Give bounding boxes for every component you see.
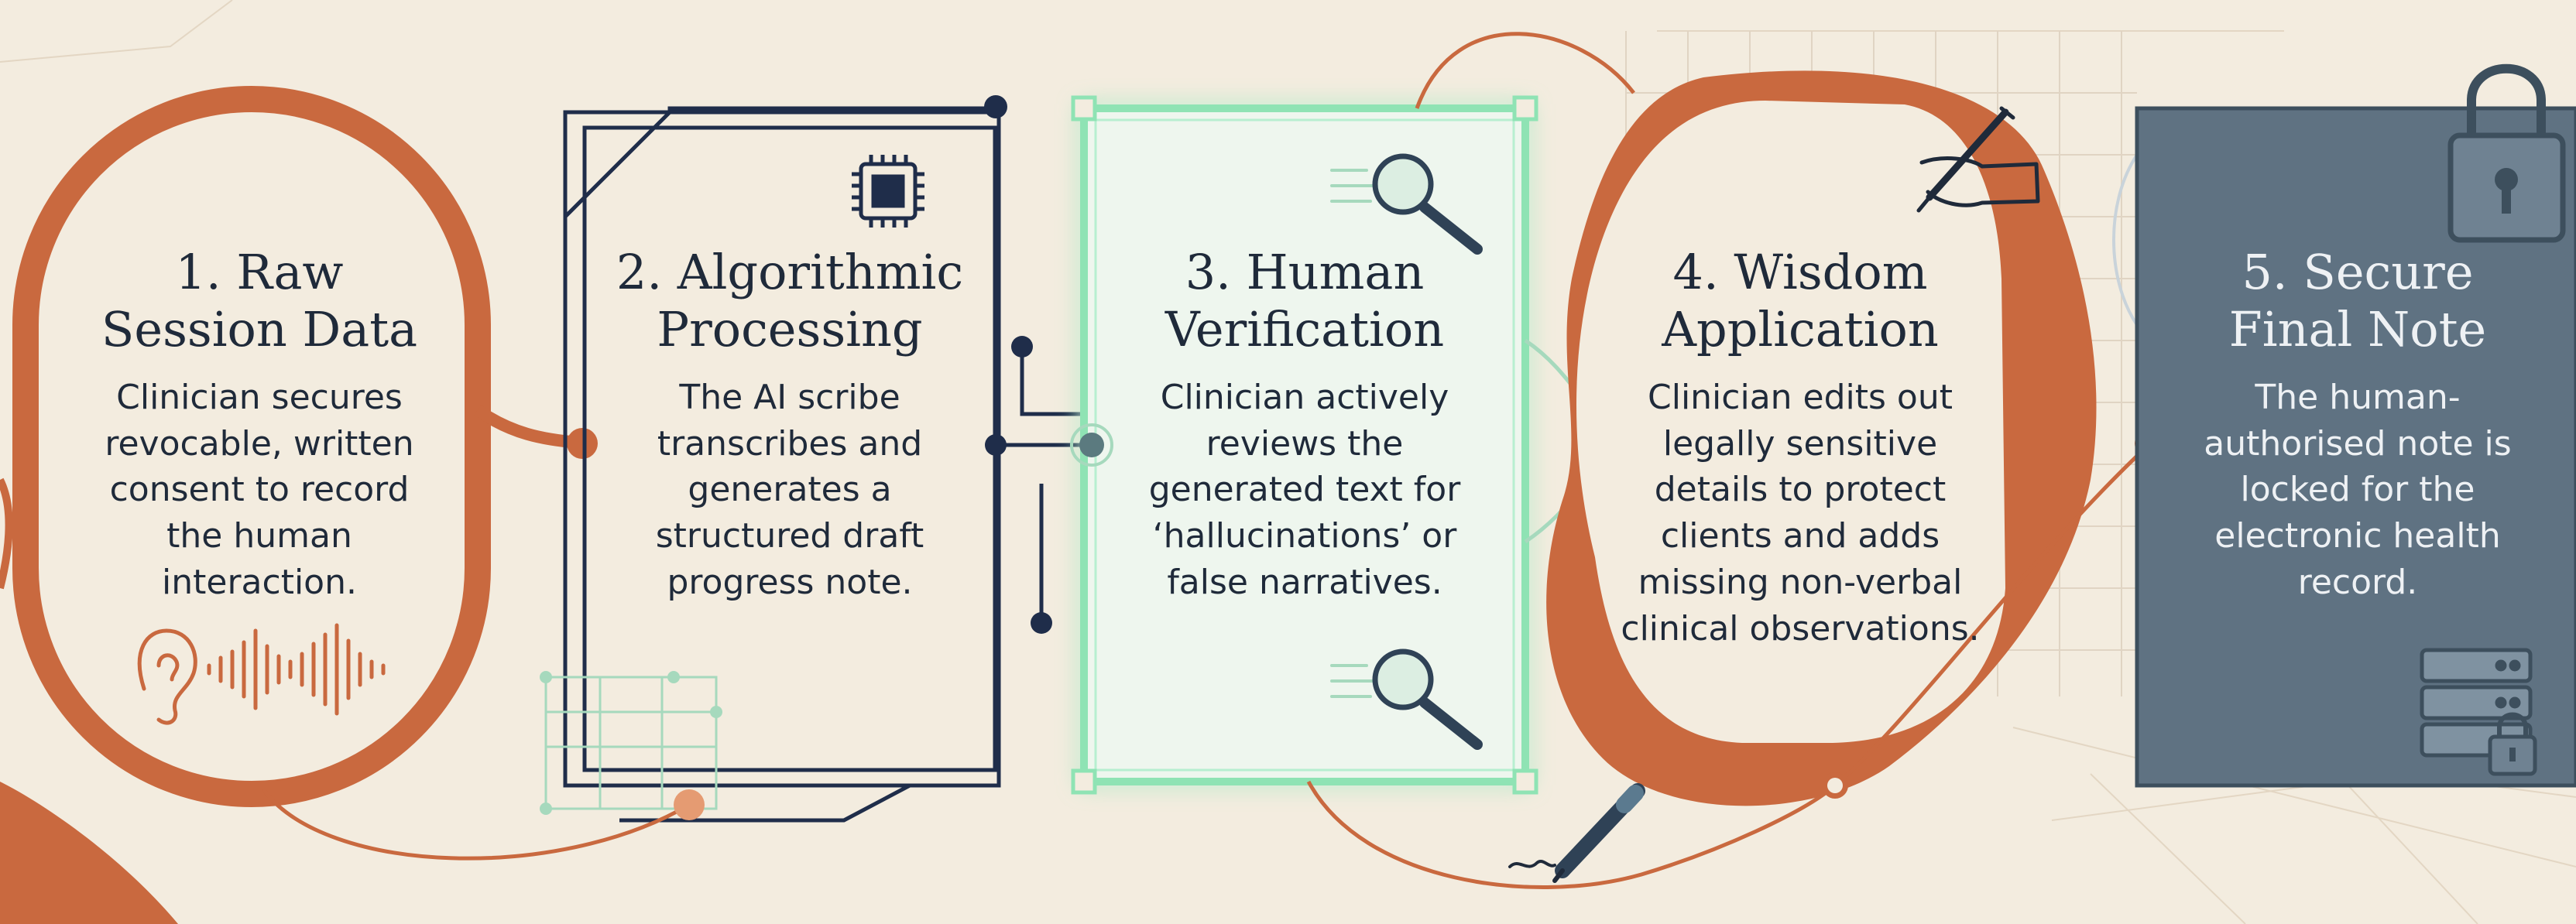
magnifier-icon (1330, 153, 1483, 255)
connector-node (710, 706, 722, 718)
connector-node (1031, 612, 1052, 634)
mint-grid-accent (544, 676, 718, 810)
ear-icon (137, 628, 197, 725)
step-title-text: Raw Session Data (101, 244, 418, 358)
step-title-text: Human Verification (1165, 244, 1445, 358)
step-4-frame (1306, 32, 2150, 889)
step-2: 2. Algorithmic Processing The AI scribe … (596, 244, 983, 606)
step-title: 3. Human Verification (1115, 244, 1494, 359)
step-number: 2. (616, 244, 663, 300)
pen-icon (1508, 783, 1645, 883)
connector-node (674, 789, 705, 820)
left-blob (0, 782, 178, 924)
hand-writing-icon (1916, 106, 2040, 213)
step-title: 5. Secure Final Note (2168, 244, 2547, 359)
lower-connector (261, 788, 691, 861)
step-title: 2. Algorithmic Processing (596, 244, 983, 359)
connector-node (1827, 778, 1843, 793)
step-description: Clinician secures revocable, written con… (105, 377, 414, 603)
connector-node (667, 671, 680, 683)
step-number: 1. (175, 244, 221, 300)
connector-node (540, 803, 552, 815)
step-title-text: Wisdom Application (1662, 244, 1939, 358)
magnifier-icon (1330, 649, 1483, 750)
connector-node (985, 434, 1007, 456)
step-5: 5. Secure Final Note The human-authorise… (2168, 244, 2547, 606)
connector-node (1079, 433, 1104, 457)
step-title-text: Algorithmic Processing (657, 244, 964, 358)
step-3: 3. Human Verification Clinician actively… (1115, 244, 1494, 606)
step-1: 1. Raw Session Data Clinician secures re… (74, 244, 445, 606)
microchip-icon (852, 155, 924, 228)
server-lock-icon (2420, 648, 2537, 776)
step-1-frame (12, 86, 598, 807)
sound-wave-icon (207, 623, 386, 716)
step-number: 3. (1185, 244, 1231, 300)
step-description: Clinician actively reviews the generated… (1148, 377, 1461, 603)
step-title: 4. Wisdom Application (1618, 244, 1982, 359)
padlock-icon (2447, 63, 2566, 243)
connector-node (540, 671, 552, 683)
connector-node (1011, 336, 1033, 358)
step-title: 1. Raw Session Data (74, 244, 445, 359)
step-2-circuit (996, 348, 1092, 619)
step-4: 4. Wisdom Application Clinician edits ou… (1618, 244, 1982, 652)
left-arc (0, 477, 13, 590)
step-description: The AI scribe transcribes and generates … (655, 377, 924, 603)
step-title-text: Secure Final Note (2228, 244, 2487, 358)
step-description: The human-authorised note is locked for … (2204, 377, 2512, 603)
step-number: 5. (2242, 244, 2288, 300)
connector-node (1070, 423, 1113, 467)
connector-node (984, 95, 1007, 118)
step-description: Clinician edits out legally sensitive de… (1621, 377, 1980, 649)
step-number: 4. (1672, 244, 1719, 300)
